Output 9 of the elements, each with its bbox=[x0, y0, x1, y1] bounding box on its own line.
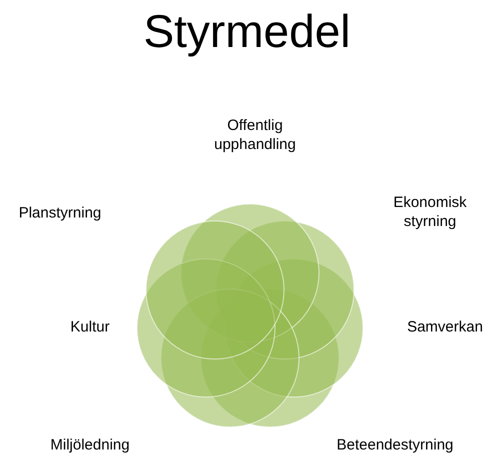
petal-label: Miljöledning bbox=[49, 436, 131, 454]
petal-label: Ekonomisk styrning bbox=[392, 193, 468, 231]
petal-circle bbox=[144, 220, 285, 360]
petal-label: Samverkan bbox=[406, 318, 484, 336]
petal-label: Beteendestyrning bbox=[336, 436, 454, 454]
petal-label: Kultur bbox=[69, 318, 111, 336]
title: Styrmedel bbox=[143, 4, 351, 58]
petal-label: Planstyrning bbox=[18, 204, 102, 222]
petal-label: Offentlig upphandling bbox=[213, 116, 297, 154]
